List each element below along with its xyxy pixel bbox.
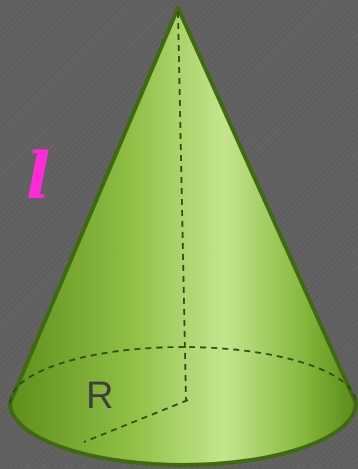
cone-height-line — [177, 11, 187, 401]
radius-label: R — [86, 375, 113, 417]
slant-height-label: l — [26, 139, 50, 214]
radius-line — [83, 399, 189, 443]
base-back-edge-dashed — [9, 346, 357, 404]
